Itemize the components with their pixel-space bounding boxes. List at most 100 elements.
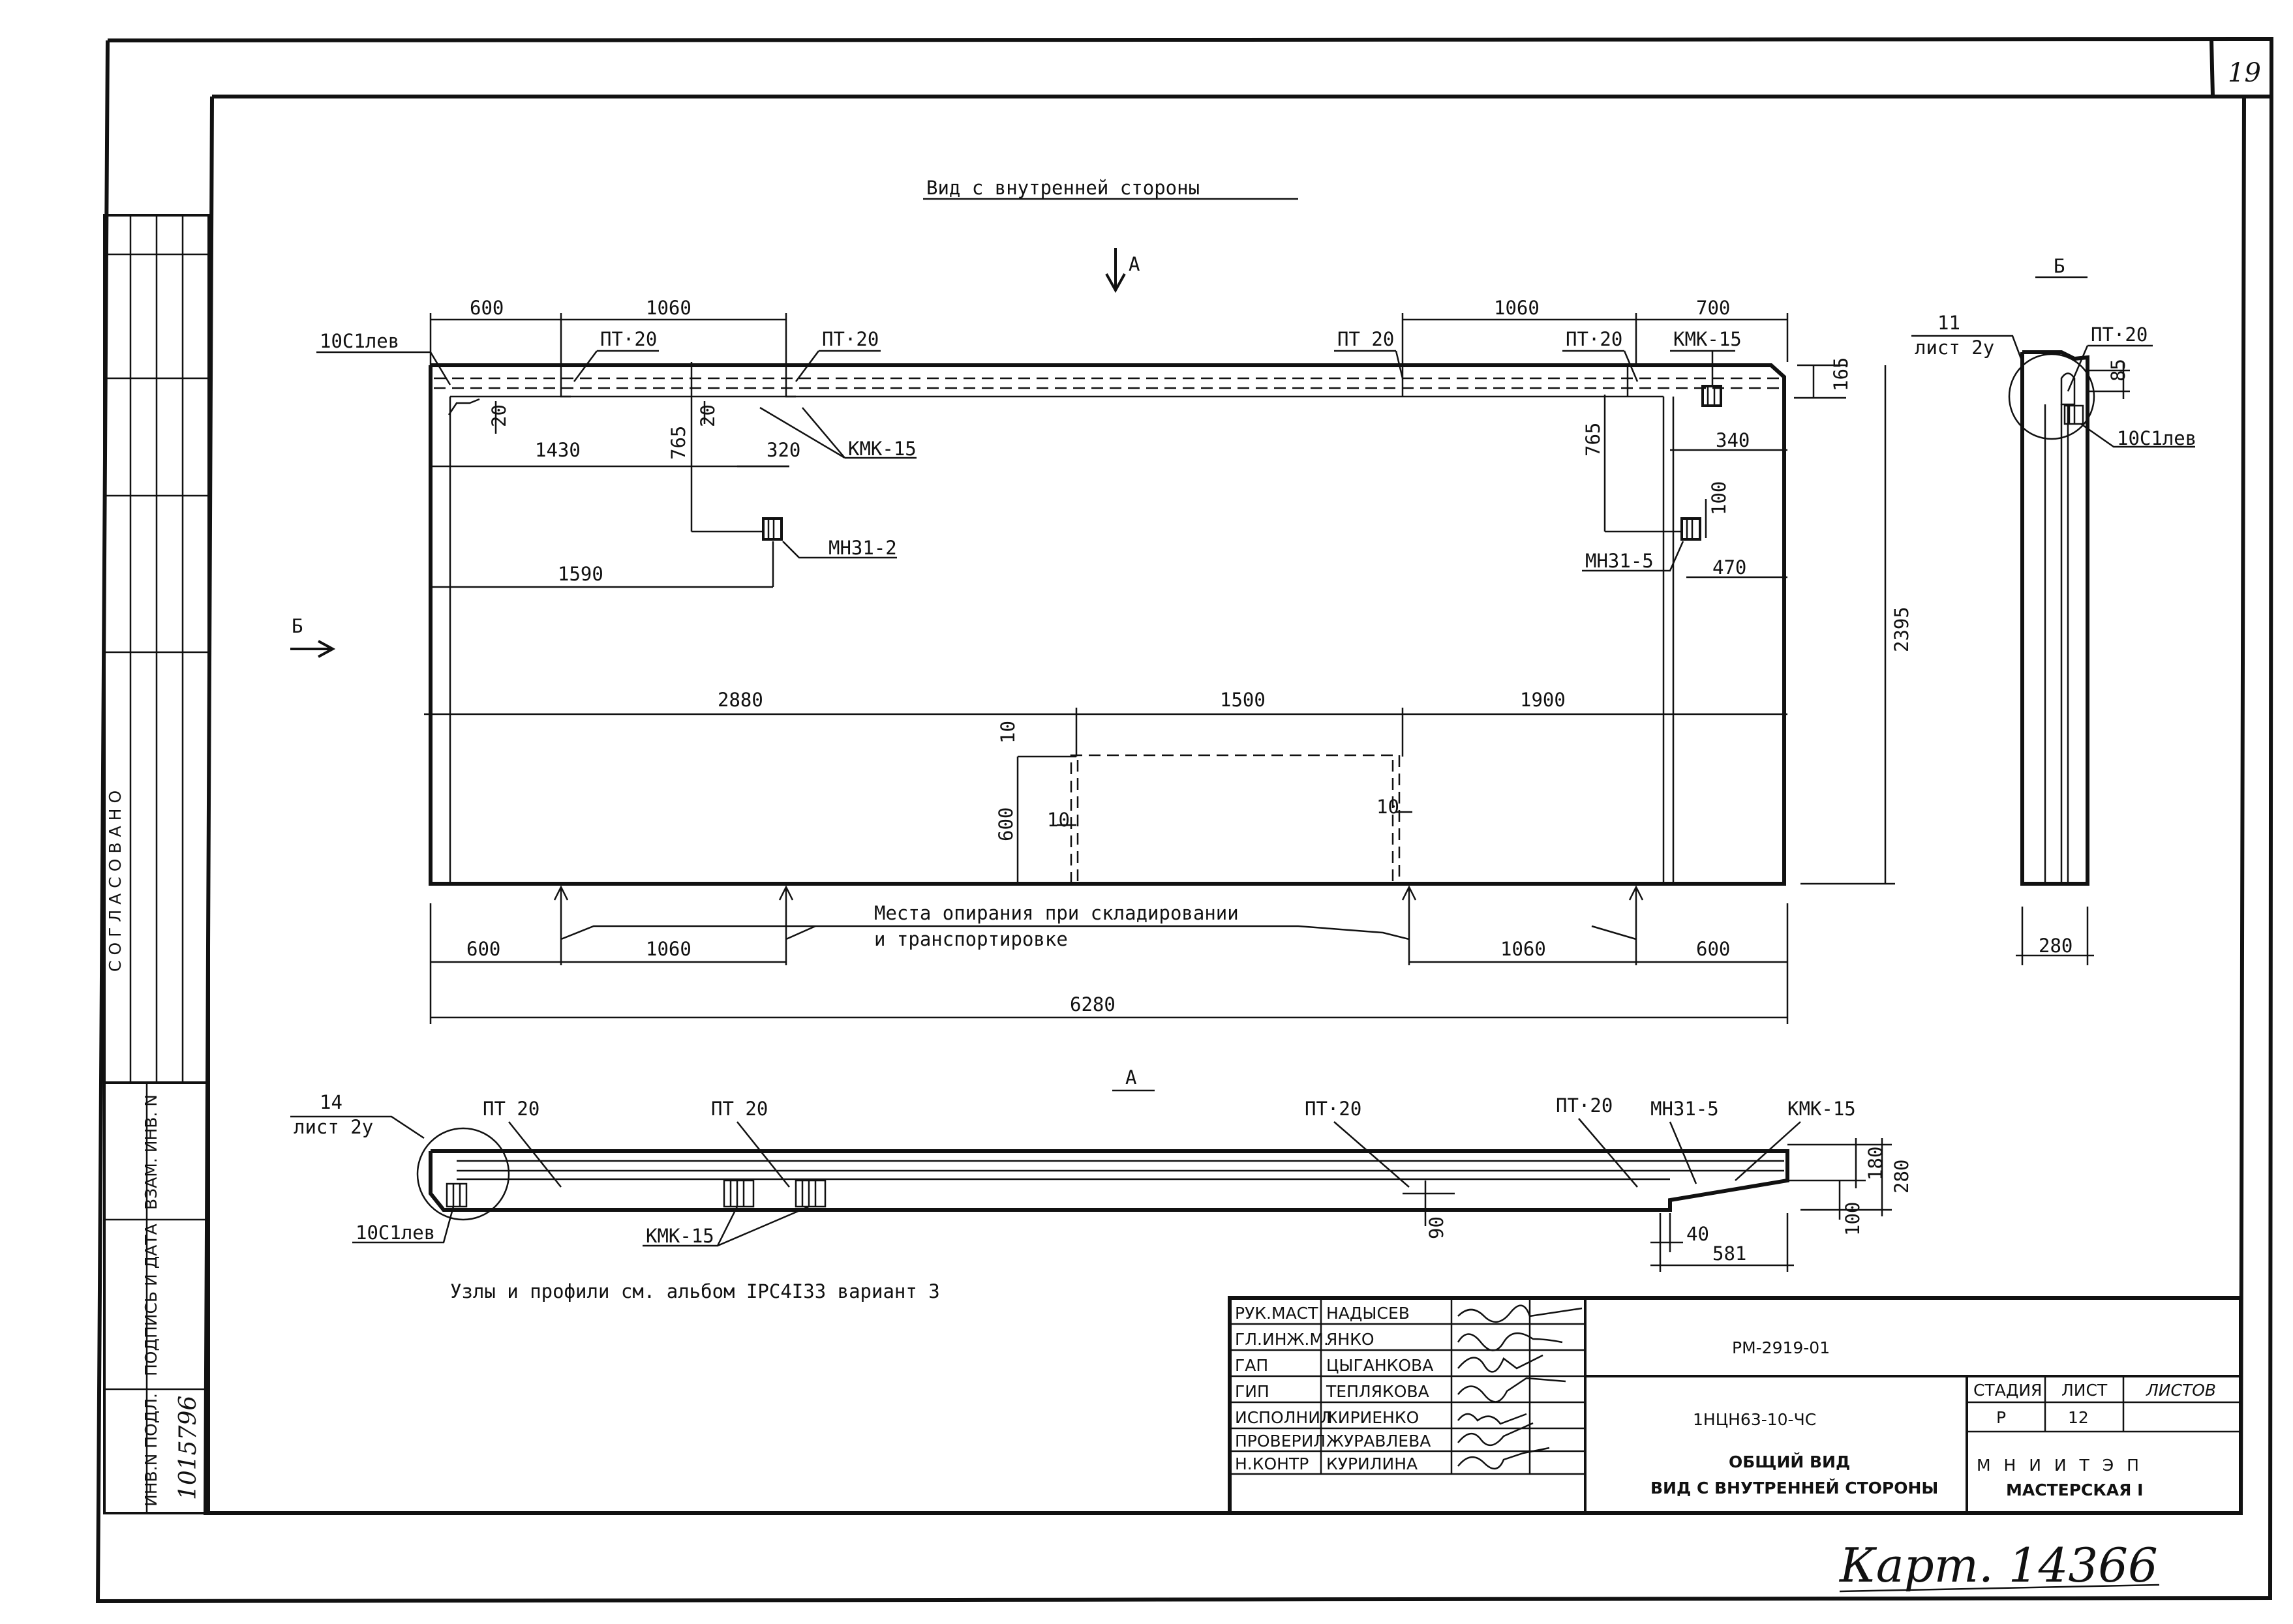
dim-100: 100 xyxy=(1708,481,1730,515)
tb-workshop: МАСТЕРСКАЯ I xyxy=(2006,1481,2143,1499)
plan-view-mark: А xyxy=(1125,1066,1136,1089)
plan-pt20-3: ПТ·20 xyxy=(1305,1098,1361,1120)
dim-top-1060a: 1060 xyxy=(646,297,691,319)
agreed-label: СОГЛАСОВАНО xyxy=(106,785,125,972)
tb-role-5: ИСПОЛНИЛ xyxy=(1235,1408,1333,1427)
support-note-2: и транспортировке xyxy=(874,928,1068,950)
dim-bottom-1060a: 1060 xyxy=(646,938,691,960)
plan-dim-90: 90 xyxy=(1425,1216,1448,1239)
dim-top-700: 700 xyxy=(1696,297,1730,319)
dim-10c: 10 xyxy=(1376,796,1399,818)
handwritten-card-number: Карт. 14366 xyxy=(1838,1538,2158,1593)
plan-dim-180: 180 xyxy=(1864,1147,1887,1180)
tb-sheets-label: ЛИСТОВ xyxy=(2146,1381,2216,1400)
label-kmk-top: КМК-15 xyxy=(1673,328,1742,350)
inv-orig-label: ИНВ.N ПОДЛ. xyxy=(142,1393,160,1507)
dim-165: 165 xyxy=(1830,357,1852,391)
inner-dimensions xyxy=(424,362,1895,885)
dim-top-1060b: 1060 xyxy=(1494,297,1540,319)
tb-role-1: РУК.МАСТ xyxy=(1235,1304,1318,1323)
tb-name-7: КУРИЛИНА xyxy=(1326,1454,1418,1473)
dim-1430: 1430 xyxy=(535,439,581,461)
dim-20b: 20 xyxy=(697,404,719,427)
side-view-mark: Б xyxy=(2054,255,2065,277)
tb-product-code: 1НЦН63-10-ЧС xyxy=(1693,1410,1816,1429)
dim-320: 320 xyxy=(767,439,800,461)
plan-callout-2: лист 2у xyxy=(294,1116,373,1138)
label-mn-left: МН31-2 xyxy=(828,537,897,559)
plan-kmk-bottom: КМК-15 xyxy=(646,1225,714,1247)
inv-number: 1015796 xyxy=(175,1396,202,1500)
dim-10b: 10 xyxy=(1047,809,1070,831)
tb-stage-label: СТАДИЯ xyxy=(1973,1381,2042,1400)
inv-replaced-label: ВЗАМ. ИНВ. N xyxy=(142,1094,160,1210)
tb-name-4: ТЕПЛЯКОВА xyxy=(1326,1382,1429,1401)
dim-340: 340 xyxy=(1716,429,1750,451)
left-stamp xyxy=(103,214,210,1514)
tb-sheet-label: ЛИСТ xyxy=(2061,1381,2108,1400)
tb-role-4: ГИП xyxy=(1235,1382,1269,1401)
plan-view xyxy=(416,1127,1892,1272)
side-width-280: 280 xyxy=(2039,935,2073,957)
top-dimension-chain xyxy=(429,313,1789,365)
dim-470: 470 xyxy=(1712,556,1746,579)
label-pt20-a: ПТ·20 xyxy=(600,328,657,350)
dim-2880: 2880 xyxy=(718,689,763,711)
title-block xyxy=(1228,1296,2243,1515)
dim-bottom-1060b: 1060 xyxy=(1500,938,1546,960)
tb-role-3: ГАП xyxy=(1235,1356,1268,1375)
dim-1590: 1590 xyxy=(558,563,603,585)
dim-bottom-600a: 600 xyxy=(466,938,500,960)
dim-20a: 20 xyxy=(488,404,510,427)
plan-kmk-right: КМК-15 xyxy=(1787,1098,1856,1120)
tb-org: М Н И И Т Э П xyxy=(1977,1456,2143,1475)
tb-name-5: КИРИЕНКО xyxy=(1326,1408,1419,1427)
tb-stage: Р xyxy=(1996,1408,2006,1427)
plan-mn: МН31-5 xyxy=(1650,1098,1719,1120)
tb-name-2: ЯНКО xyxy=(1326,1330,1374,1349)
dim-1900: 1900 xyxy=(1520,689,1566,711)
dim-overall-6280: 6280 xyxy=(1070,993,1116,1015)
tb-role-2: ГЛ.ИНЖ.М. xyxy=(1235,1330,1329,1349)
plan-pt20-2: ПТ 20 xyxy=(711,1098,768,1120)
tb-role-6: ПРОВЕРИЛ xyxy=(1235,1432,1326,1451)
plan-pt20-1: ПТ 20 xyxy=(483,1098,539,1120)
side-callout-1: 11 xyxy=(1937,312,1960,334)
section-a-mark: А xyxy=(1129,253,1140,275)
label-pt20-b: ПТ·20 xyxy=(822,328,879,350)
label-mn-right: МН31-5 xyxy=(1585,550,1654,572)
sheet-frame xyxy=(95,37,2274,1604)
plan-callout-1: 14 xyxy=(320,1091,342,1113)
dim-2395: 2395 xyxy=(1891,607,1913,652)
dim-top-600: 600 xyxy=(470,297,504,319)
dim-600-window: 600 xyxy=(995,807,1017,841)
tb-name-6: ЖУРАВЛЕВА xyxy=(1326,1432,1431,1451)
album-note: Узлы и профили см. альбом IРС4IЗЗ вариан… xyxy=(450,1280,940,1302)
panel-elevation xyxy=(429,363,1786,886)
tb-name-3: ЦЫГАНКОВА xyxy=(1326,1356,1433,1375)
support-note-1: Места опирания при складировании xyxy=(874,902,1239,924)
dim-765a: 765 xyxy=(667,426,690,460)
side-pt20: ПТ·20 xyxy=(2091,323,2148,346)
tb-name-1: НАДЫСЕВ xyxy=(1326,1304,1410,1323)
section-b-mark: Б xyxy=(292,615,303,637)
dim-765b: 765 xyxy=(1582,423,1604,457)
tb-sheet: 12 xyxy=(2068,1408,2089,1427)
main-view-title: Вид с внутренней стороны xyxy=(926,177,1200,199)
sign-date-label: ПОДПИСЬ И ДАТА xyxy=(142,1224,160,1376)
plan-dim-100: 100 xyxy=(1842,1202,1864,1236)
signatures xyxy=(1457,1304,1583,1469)
label-pt20-d: ПТ·20 xyxy=(1566,328,1622,350)
side-view-section xyxy=(2008,350,2130,965)
plan-dim-581: 581 xyxy=(1712,1242,1746,1265)
label-loop-left: 10С1лев xyxy=(320,330,399,352)
sheet-number: 19 xyxy=(2228,58,2261,88)
plan-pt20-4: ПТ·20 xyxy=(1556,1094,1613,1117)
side-dim-85: 85 xyxy=(2107,359,2129,382)
dim-bottom-600b: 600 xyxy=(1696,938,1730,960)
tb-desc-2: ВИД С ВНУТРЕННЕЙ СТОРОНЫ xyxy=(1650,1479,1938,1497)
dim-10a: 10 xyxy=(997,721,1019,744)
tb-role-7: Н.КОНТР xyxy=(1235,1454,1309,1473)
plan-dim-280: 280 xyxy=(1891,1160,1913,1194)
